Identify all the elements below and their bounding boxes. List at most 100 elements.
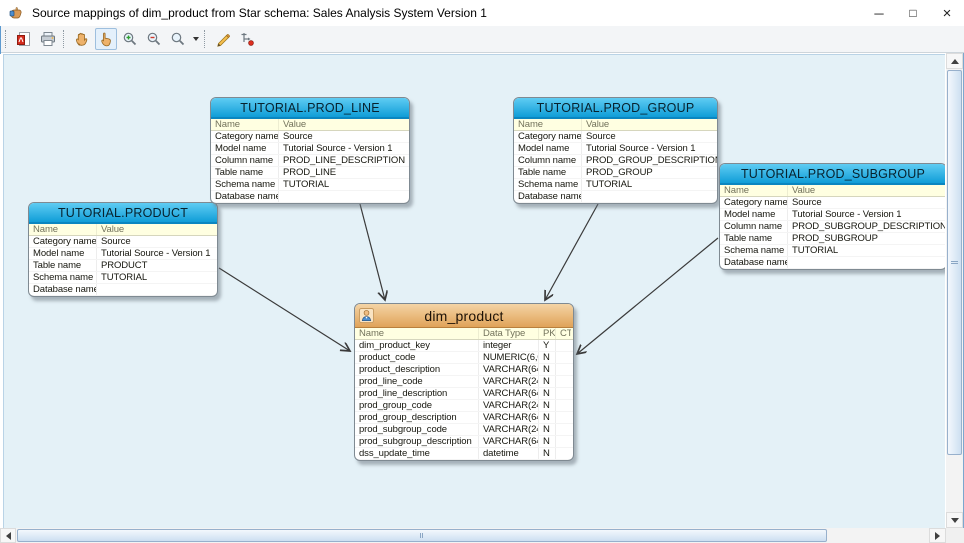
column-header-row: Name Data Type PK CT bbox=[355, 328, 573, 340]
toolbar-grip bbox=[5, 30, 9, 48]
entity-tutorial-prod-line[interactable]: TUTORIAL.PROD_LINE Name Value Category n… bbox=[210, 97, 410, 204]
scroll-right-button[interactable] bbox=[929, 528, 946, 543]
entity-dim-product[interactable]: dim_product Name Data Type PK CT dim_pro… bbox=[354, 303, 574, 461]
column-header-row: Name Value bbox=[514, 119, 717, 131]
close-button[interactable]: × bbox=[942, 4, 952, 22]
entity-title: TUTORIAL.PRODUCT bbox=[29, 203, 217, 224]
person-icon bbox=[359, 308, 374, 323]
horizontal-scrollbar-thumb[interactable] bbox=[17, 529, 827, 542]
app-icon bbox=[9, 7, 22, 19]
attr-row: Database name bbox=[29, 284, 217, 296]
toolbar-separator bbox=[204, 30, 208, 48]
connection-prodgroup-to-dim[interactable] bbox=[545, 203, 599, 300]
entity-tutorial-prod-subgroup[interactable]: TUTORIAL.PROD_SUBGROUP Name Value Catego… bbox=[719, 163, 945, 270]
minimize-button[interactable]: ─ bbox=[874, 5, 884, 21]
entity-title: TUTORIAL.PROD_GROUP bbox=[514, 98, 717, 119]
scroll-left-button[interactable] bbox=[0, 528, 16, 543]
entity-title: TUTORIAL.PROD_LINE bbox=[211, 98, 409, 119]
column-header-row: Name Value bbox=[29, 224, 217, 236]
zoom-level-dropdown[interactable] bbox=[190, 28, 201, 50]
connection-prodline-to-dim[interactable] bbox=[359, 203, 385, 300]
chevron-down-icon bbox=[192, 37, 199, 41]
thumb-grip bbox=[951, 260, 958, 264]
entity-title: dim_product bbox=[424, 307, 504, 324]
attr-row: Database name bbox=[720, 257, 945, 269]
zoom-in-button[interactable] bbox=[119, 28, 141, 50]
zoom-icon bbox=[171, 32, 185, 46]
lineage-trace-icon bbox=[241, 33, 254, 46]
diagram-canvas[interactable]: TUTORIAL.PRODUCT Name Value Category nam… bbox=[0, 54, 945, 528]
zoom-level-button[interactable] bbox=[167, 28, 189, 50]
pencil-icon bbox=[217, 34, 230, 47]
vertical-scrollbar[interactable] bbox=[946, 53, 963, 528]
entity-tutorial-product[interactable]: TUTORIAL.PRODUCT Name Value Category nam… bbox=[28, 202, 218, 297]
triangle-left-icon bbox=[5, 531, 11, 540]
horizontal-scrollbar[interactable] bbox=[0, 528, 946, 543]
column-header-row: Name Value bbox=[211, 119, 409, 131]
connection-prodsubgroup-to-dim[interactable] bbox=[577, 237, 719, 354]
maximize-button[interactable]: □ bbox=[909, 6, 917, 20]
titlebar: Source mappings of dim_product from Star… bbox=[0, 0, 964, 26]
select-hand-icon bbox=[101, 32, 111, 47]
pan-hand-button[interactable] bbox=[71, 28, 93, 50]
zoom-in-icon bbox=[123, 32, 137, 46]
connection-product-to-dim[interactable] bbox=[218, 267, 350, 351]
entity-tutorial-prod-group[interactable]: TUTORIAL.PROD_GROUP Name Value Category … bbox=[513, 97, 718, 204]
edit-pencil-button[interactable] bbox=[212, 28, 234, 50]
entity-title-bar: dim_product bbox=[355, 304, 573, 328]
scrollbar-corner bbox=[946, 528, 964, 543]
lineage-trace-button[interactable] bbox=[236, 28, 258, 50]
zoom-out-button[interactable] bbox=[143, 28, 165, 50]
connections-layer bbox=[218, 203, 719, 528]
pan-hand-icon bbox=[76, 32, 88, 46]
triangle-right-icon bbox=[935, 531, 940, 540]
select-hand-button[interactable] bbox=[95, 28, 117, 50]
triangle-down-icon bbox=[950, 517, 959, 523]
attr-row: Database name bbox=[211, 191, 409, 203]
entity-title: TUTORIAL.PROD_SUBGROUP bbox=[720, 164, 945, 185]
pdf-report-button[interactable] bbox=[13, 28, 35, 50]
scroll-down-button[interactable] bbox=[946, 512, 963, 528]
column-header-row: Name Value bbox=[720, 185, 945, 197]
print-icon bbox=[41, 32, 55, 46]
attr-row: Database name bbox=[514, 191, 717, 203]
window-title: Source mappings of dim_product from Star… bbox=[32, 6, 487, 20]
triangle-up-icon bbox=[950, 58, 959, 64]
thumb-grip bbox=[420, 533, 423, 538]
pdf-report-icon bbox=[17, 32, 30, 46]
zoom-out-icon bbox=[147, 32, 161, 46]
scroll-up-button[interactable] bbox=[946, 53, 963, 69]
vertical-scrollbar-thumb[interactable] bbox=[947, 70, 962, 455]
window-controls: ─ □ × bbox=[862, 0, 964, 26]
toolbar-separator bbox=[63, 30, 67, 48]
print-button[interactable] bbox=[37, 28, 59, 50]
